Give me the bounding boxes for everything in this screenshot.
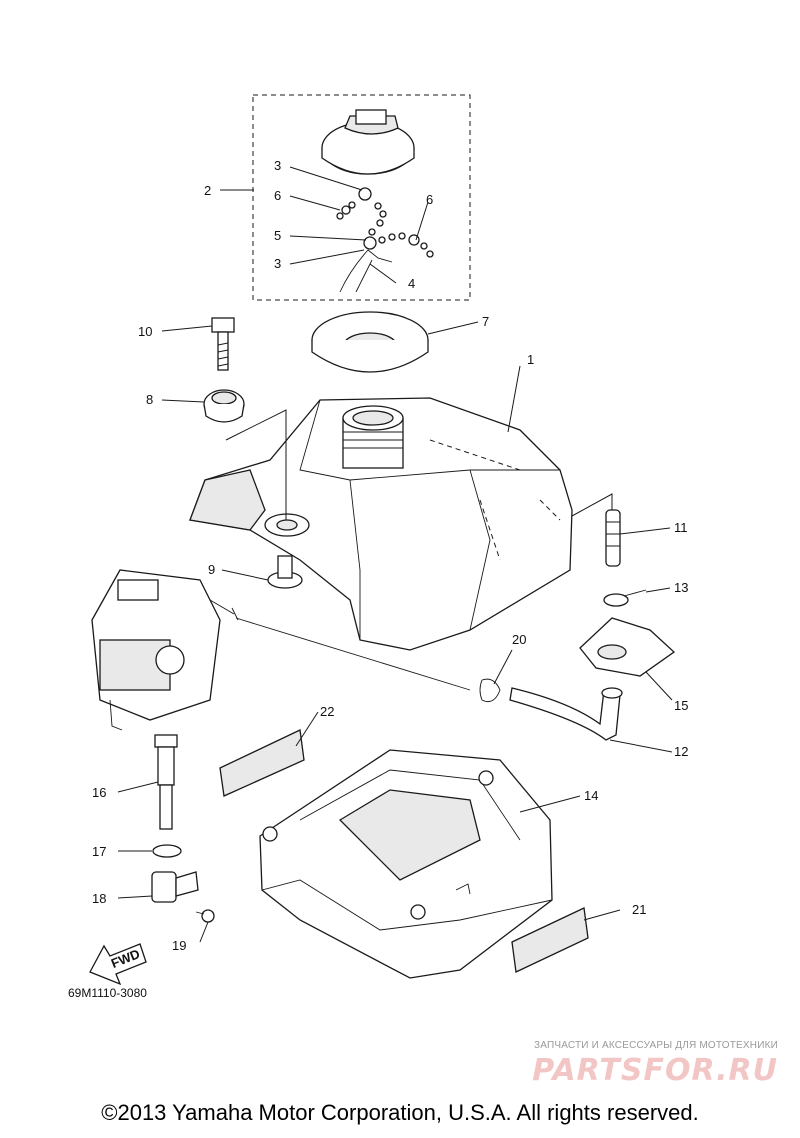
filler-grommet — [311, 311, 429, 373]
callout-8: 8 — [146, 392, 153, 407]
decal-22 — [219, 729, 305, 797]
decal-21 — [511, 907, 589, 973]
watermark-tagline: ЗАПЧАСТИ И АКСЕССУАРЫ ДЛЯ МОТОТЕХНИКИ — [533, 1040, 778, 1051]
diagram-code: 69M1110-3080 — [68, 986, 147, 1000]
bushing — [267, 555, 303, 589]
callout-6b: 6 — [426, 192, 433, 207]
callout-7: 7 — [482, 314, 489, 329]
fuel-cap — [321, 109, 415, 175]
cap-assembly-box — [252, 94, 471, 301]
o-ring — [152, 844, 182, 858]
hose-clip-13 — [603, 589, 647, 607]
lever-screw — [195, 909, 215, 923]
callout-6a: 6 — [274, 188, 281, 203]
choke-rod — [154, 734, 178, 830]
callout-13: 13 — [674, 580, 688, 595]
callout-16: 16 — [92, 785, 106, 800]
fuel-filter — [605, 509, 621, 567]
copyright-notice: ©2013 Yamaha Motor Corporation, U.S.A. A… — [101, 1100, 699, 1125]
bottom-cover — [259, 749, 553, 979]
callout-3a: 3 — [274, 158, 281, 173]
callout-2: 2 — [204, 183, 211, 198]
callout-14: 14 — [584, 788, 598, 803]
callout-11: 11 — [674, 520, 688, 535]
callout-labels: 1 2 3 6 6 5 3 4 7 10 8 9 11 13 20 15 12 … — [92, 158, 688, 953]
tank-plate — [579, 617, 676, 677]
callout-18: 18 — [92, 891, 106, 906]
fwd-arrow-icon — [89, 943, 147, 986]
callout-20: 20 — [512, 632, 526, 647]
watermark-logo: PARTSFOR.RU — [532, 1053, 778, 1088]
callout-9: 9 — [208, 562, 215, 577]
damper — [203, 389, 245, 423]
callout-15: 15 — [674, 698, 688, 713]
carburetor — [91, 569, 239, 731]
bolt — [211, 317, 235, 371]
callout-3b: 3 — [274, 256, 281, 271]
callout-4: 4 — [408, 276, 415, 291]
fuel-tank — [189, 397, 573, 651]
fuel-line-path — [235, 617, 471, 691]
callout-12: 12 — [674, 744, 688, 759]
callout-17: 17 — [92, 844, 106, 859]
callout-10: 10 — [138, 324, 152, 339]
cap-chain — [336, 187, 434, 293]
callout-21: 21 — [632, 902, 646, 917]
leader-lines — [117, 166, 673, 943]
choke-lever — [151, 871, 199, 903]
callout-5: 5 — [274, 228, 281, 243]
fuel-hose — [509, 687, 623, 741]
callout-19: 19 — [172, 938, 186, 953]
hose-clip-20 — [479, 678, 501, 703]
watermark: ЗАПЧАСТИ И АКСЕССУАРЫ ДЛЯ МОТОТЕХНИКИ PA… — [478, 1040, 778, 1088]
callout-22: 22 — [320, 704, 334, 719]
callout-1: 1 — [527, 352, 534, 367]
